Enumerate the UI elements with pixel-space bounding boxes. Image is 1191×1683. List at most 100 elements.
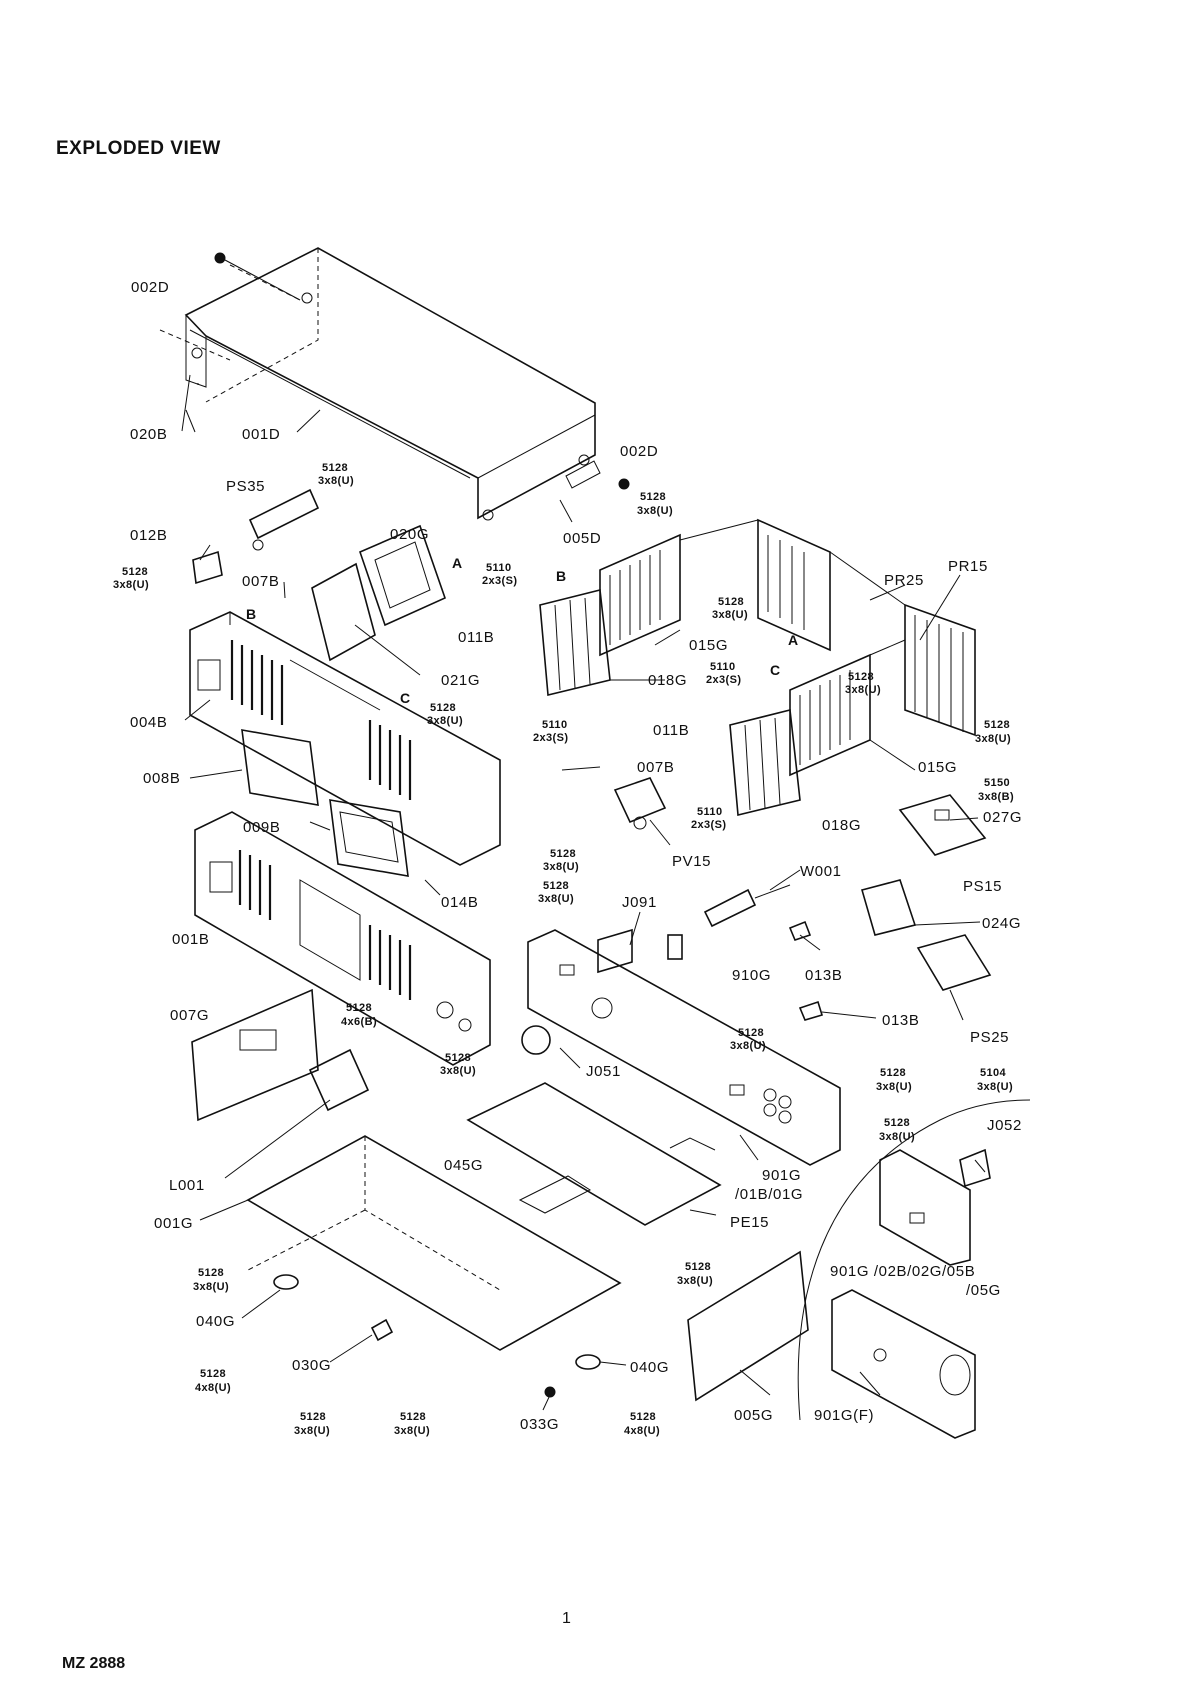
svg-text:5128: 5128 <box>630 1411 656 1423</box>
screw-label-4: 5110 2x3(S) <box>482 562 517 587</box>
screw-label-6: 5128 3x8(U) <box>845 671 881 696</box>
bracket-020G <box>359 524 446 627</box>
label-901GF: 901G(F) <box>814 1407 874 1424</box>
knob-012B <box>192 550 223 585</box>
bracket-007G <box>191 988 319 1122</box>
label-020G: 020G <box>390 526 429 543</box>
part-030G <box>370 1318 394 1342</box>
top-cover-001D <box>159 247 601 521</box>
svg-text:5128: 5128 <box>738 1027 764 1039</box>
screw-label-13: 5128 3x8(U) <box>543 848 579 873</box>
label-PS15: PS15 <box>963 878 1002 895</box>
board-link-lines <box>679 519 906 656</box>
label-027G: 027G <box>983 809 1022 826</box>
rear-panel-901G-F <box>831 1289 976 1439</box>
svg-text:5110: 5110 <box>697 806 722 818</box>
label-007B-a: 007B <box>242 573 279 590</box>
jack-J052 <box>959 1148 991 1188</box>
board-PR15 <box>904 603 976 737</box>
svg-text:5128: 5128 <box>400 1411 426 1423</box>
svg-text:3x8(U): 3x8(U) <box>879 1131 915 1143</box>
svg-text:5128: 5128 <box>300 1411 326 1423</box>
svg-text:3x8(U): 3x8(U) <box>394 1425 430 1437</box>
label-020B: 020B <box>130 426 167 443</box>
bottom-chassis-001G <box>246 1135 622 1351</box>
svg-text:3x8(U): 3x8(U) <box>637 505 673 517</box>
label-01B01G: /01B/01G <box>735 1186 803 1203</box>
screw-label-12: 5110 2x3(S) <box>691 806 726 831</box>
label-J052: J052 <box>987 1117 1022 1134</box>
front-panel-fins <box>238 850 412 1000</box>
label-014B: 014B <box>441 894 478 911</box>
svg-text:5128: 5128 <box>543 880 569 892</box>
front-panel-001B <box>194 811 491 1066</box>
window-021G <box>311 562 376 662</box>
label-015G-b: 015G <box>918 759 957 776</box>
marker-A-2: A <box>788 632 798 648</box>
cut-line <box>797 1099 1031 1421</box>
transformer-L001 <box>308 1048 370 1112</box>
jack-J091 <box>597 928 633 974</box>
label-008B: 008B <box>143 770 180 787</box>
foot-040G-right <box>575 1354 601 1370</box>
label-J091: J091 <box>622 894 657 911</box>
svg-text:3x8(U): 3x8(U) <box>538 893 574 905</box>
svg-text:3x8(U): 3x8(U) <box>677 1275 713 1287</box>
svg-text:5128: 5128 <box>718 596 744 608</box>
label-024G: 024G <box>982 915 1021 932</box>
label-030G: 030G <box>292 1357 331 1374</box>
svg-text:5128: 5128 <box>685 1261 711 1273</box>
label-018G-b: 018G <box>822 817 861 834</box>
screw-label-11: 5150 3x8(B) <box>978 777 1014 803</box>
screw-label-1: 5128 3x8(U) <box>318 462 354 487</box>
label-PE15: PE15 <box>730 1214 769 1231</box>
bezel-009B <box>329 799 409 877</box>
label-PV15: PV15 <box>672 853 711 870</box>
pot-PV15 <box>613 777 667 830</box>
marker-A-1: A <box>452 555 462 571</box>
svg-text:5128: 5128 <box>198 1267 224 1279</box>
svg-text:3x8(U): 3x8(U) <box>876 1081 912 1093</box>
screw-label-20: 5128 3x8(U) <box>879 1117 915 1143</box>
label-007G: 007G <box>170 1007 209 1024</box>
jack-J051 <box>521 1025 551 1055</box>
heatsink-018G-lower <box>729 709 801 816</box>
screw-label-22: 5128 3x8(U) <box>193 1267 229 1293</box>
svg-text:5110: 5110 <box>710 661 735 673</box>
label-PR25: PR25 <box>884 572 924 589</box>
svg-text:5128: 5128 <box>880 1067 906 1079</box>
svg-text:4x8(U): 4x8(U) <box>195 1382 231 1394</box>
label-033G: 033G <box>520 1416 559 1433</box>
screw-002D-top <box>214 252 301 301</box>
screw-label-9: 5110 2x3(S) <box>533 719 568 744</box>
label-021G: 021G <box>441 672 480 689</box>
switch-PS35 <box>248 488 320 551</box>
part-033G <box>544 1386 556 1398</box>
svg-text:5128: 5128 <box>550 848 576 860</box>
svg-text:3x8(U): 3x8(U) <box>294 1425 330 1437</box>
svg-text:5128: 5128 <box>122 566 148 578</box>
svg-text:5128: 5128 <box>848 671 874 683</box>
screw-label-18: 5128 3x8(U) <box>876 1067 912 1093</box>
svg-text:3x8(U): 3x8(U) <box>977 1081 1013 1093</box>
svg-text:5110: 5110 <box>486 562 511 574</box>
label-002D-right: 002D <box>620 443 658 460</box>
svg-text:5128: 5128 <box>346 1002 372 1014</box>
label-009B: 009B <box>243 819 280 836</box>
screw-label-3: 5128 3x8(U) <box>113 566 149 591</box>
svg-text:3x8(U): 3x8(U) <box>712 609 748 621</box>
label-910G: 910G <box>732 967 771 984</box>
label-PS35: PS35 <box>226 478 265 495</box>
screw-label-21: 5128 3x8(U) <box>677 1261 713 1287</box>
screw-002D-right <box>618 478 630 490</box>
svg-text:2x3(S): 2x3(S) <box>482 575 517 587</box>
svg-text:3x8(U): 3x8(U) <box>113 579 149 591</box>
svg-text:2x3(S): 2x3(S) <box>533 732 568 744</box>
foot-040G-left <box>273 1274 299 1290</box>
svg-text:5110: 5110 <box>542 719 567 731</box>
page-number: 1 <box>562 1610 571 1627</box>
svg-text:5150: 5150 <box>984 777 1010 789</box>
screw-label-17: 5128 3x8(U) <box>440 1052 476 1077</box>
screw-label-5: 5128 3x8(U) <box>712 596 748 621</box>
